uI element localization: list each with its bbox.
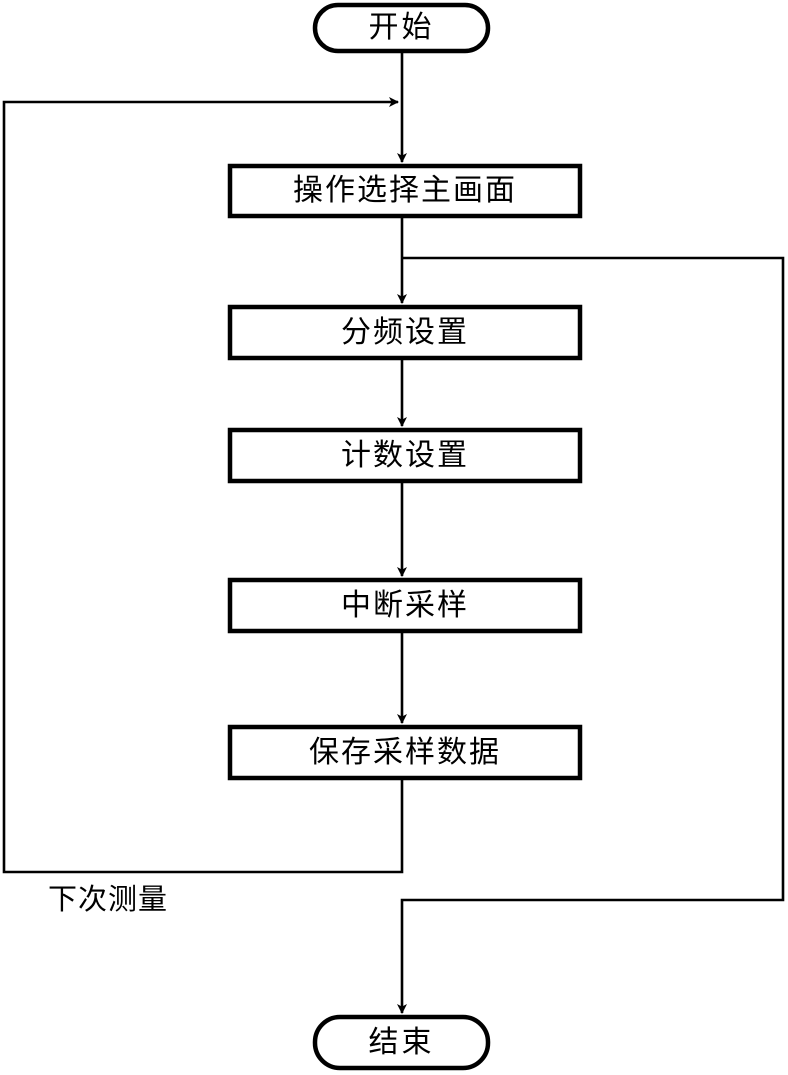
node-end-shape[interactable] (312, 1014, 491, 1071)
node-interrupt-sampling-shape[interactable] (227, 577, 583, 634)
edge-branch-to-end (397, 256, 785, 1014)
node-start-shape[interactable] (312, 2, 491, 54)
node-main-screen-shape[interactable] (227, 163, 583, 219)
node-divider-setting-shape[interactable] (227, 304, 583, 361)
edge-label-next-measurement: 下次测量 (48, 884, 169, 916)
node-save-sample-data-shape[interactable] (227, 724, 583, 781)
edge-loopback-rail (2, 97, 404, 874)
node-count-setting-shape[interactable] (227, 427, 583, 484)
